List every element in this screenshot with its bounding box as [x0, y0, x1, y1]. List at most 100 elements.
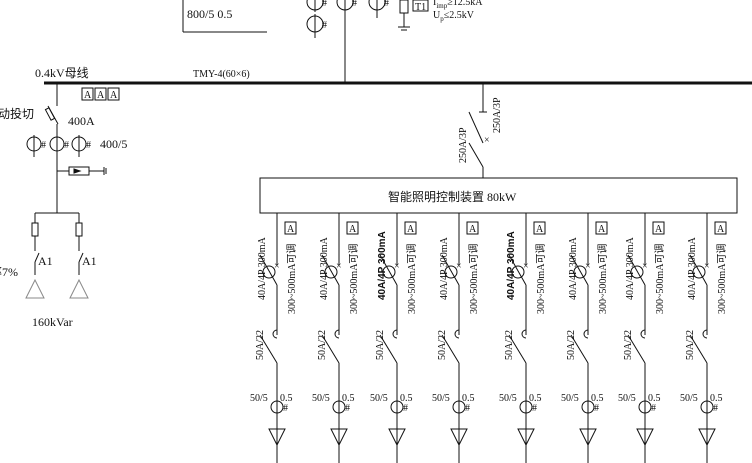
load-arrow-icon	[579, 428, 597, 447]
ct-class: 0.5	[529, 393, 542, 404]
bus-spec: TMY-4(60×6)	[193, 69, 250, 80]
svg-text:Up≤2.5kV: Up≤2.5kV	[433, 10, 475, 23]
switch-label: 50A/22	[255, 330, 266, 360]
ct-label: 50/5	[370, 393, 388, 404]
rcd-label: 40A/4P 300mA	[625, 237, 636, 300]
svg-text:#: #	[86, 140, 91, 151]
rcd-label: 40A/4P 300mA	[377, 231, 388, 300]
switch-icon	[570, 334, 589, 364]
switch-label-1: 250A/3P	[492, 97, 503, 133]
ammeter-icon	[652, 221, 665, 235]
rcd-adjust-label: 300~500mA可调	[406, 244, 418, 314]
capacitor-leg: A1	[25, 213, 53, 299]
ct-class: 0.5	[400, 393, 413, 404]
svg-text:×: ×	[642, 261, 648, 272]
svg-text:#: #	[403, 403, 408, 414]
svg-text:A: A	[536, 224, 544, 235]
svg-text:×: ×	[274, 261, 280, 272]
switch-icon	[379, 334, 398, 364]
ct-icon	[270, 400, 284, 414]
load-arrow-icon	[388, 428, 406, 447]
ct-icon	[332, 400, 346, 414]
svg-text:×: ×	[704, 261, 710, 272]
rcd-icon	[630, 265, 644, 279]
switch-label: 50A/22	[504, 330, 515, 360]
capacitor-capacity: 160kVar	[32, 315, 73, 329]
svg-text:A: A	[598, 224, 606, 235]
ct-icon	[581, 400, 595, 414]
ct-icon	[700, 400, 714, 414]
ammeter-icon	[533, 221, 546, 235]
ct-class: 0.5	[710, 393, 723, 404]
load-arrow-icon	[636, 428, 654, 447]
svg-text:A: A	[655, 224, 663, 235]
rcd-label: 40A/4P 300mA	[439, 237, 450, 300]
contactor-label: A1	[82, 254, 97, 268]
switch-label: 50A/22	[623, 330, 634, 360]
lighting-control-device	[259, 177, 738, 214]
ct-label: 50/5	[618, 393, 636, 404]
ct-class: 0.5	[462, 393, 475, 404]
switch-icon	[627, 334, 646, 364]
incoming-ct-box: 800/5 0.5	[182, 0, 267, 33]
ct-class: 0.5	[342, 393, 355, 404]
ct-label: 50/5	[680, 393, 698, 404]
ct-label: 50/5	[499, 393, 517, 404]
incoming-ct-symbols-icon: ## # #	[306, 0, 389, 83]
svg-text:#: #	[594, 403, 599, 414]
svg-text:A: A	[349, 224, 357, 235]
load-arrow-icon	[450, 428, 468, 447]
lighting-feeder: × 250A/3P 250A/3P 智能照明控制装置 80kW	[259, 83, 738, 214]
svg-text:A: A	[717, 224, 725, 235]
contactor-label: A1	[38, 254, 53, 268]
ct-class: 0.5	[591, 393, 604, 404]
svg-text:#: #	[465, 403, 470, 414]
rcd-icon	[573, 265, 587, 279]
ct-label: 400/5	[100, 137, 127, 151]
rcd-icon	[324, 265, 338, 279]
rcd-label: 40A/4P 300mA	[506, 231, 517, 300]
ammeter-icon	[404, 221, 417, 235]
surge-protector-icon: T1 Iimp≥12.5kA Up≤2.5kV	[398, 0, 483, 31]
rcd-adjust-label: 300~500mA可调	[654, 244, 666, 314]
svg-text:×: ×	[484, 135, 490, 146]
switch-label-2: 250A/3P	[458, 127, 469, 163]
ct-class: 0.5	[280, 393, 293, 404]
ammeter-icon: A	[81, 87, 94, 101]
incoming-ct-label: 800/5 0.5	[187, 7, 232, 21]
svg-text:#: #	[384, 0, 389, 9]
rcd-adjust-label: 300~500mA可调	[348, 244, 360, 314]
svg-text:A: A	[407, 224, 415, 235]
rcd-icon	[382, 265, 396, 279]
svg-text:#: #	[64, 140, 69, 151]
ammeter-icon	[714, 221, 727, 235]
rcd-label: 40A/4P 300mA	[568, 237, 579, 300]
load-arrow-icon	[698, 428, 716, 447]
svg-text:×: ×	[585, 261, 591, 272]
rcd-icon	[692, 265, 706, 279]
load-arrow-icon	[268, 428, 286, 447]
ct-icon	[452, 400, 466, 414]
ammeter-icon	[595, 221, 608, 235]
rcd-icon	[511, 265, 525, 279]
svg-text:×: ×	[456, 261, 462, 272]
switch-label: 50A/22	[317, 330, 328, 360]
ammeter-icon	[284, 221, 297, 235]
rcd-adjust-label: 300~500mA可调	[535, 244, 547, 314]
svg-text:#: #	[41, 140, 46, 151]
switch-icon	[508, 334, 527, 364]
rcd-adjust-label: 300~500mA可调	[597, 244, 609, 314]
ammeter-icon: A	[94, 87, 107, 101]
rcd-adjust-label: 300~500mA可调	[716, 244, 728, 314]
switch-label: 50A/22	[375, 330, 386, 360]
switch-icon	[689, 334, 708, 364]
ct-label: 50/5	[250, 393, 268, 404]
svg-text:A: A	[469, 224, 477, 235]
switch-icon	[259, 334, 278, 364]
